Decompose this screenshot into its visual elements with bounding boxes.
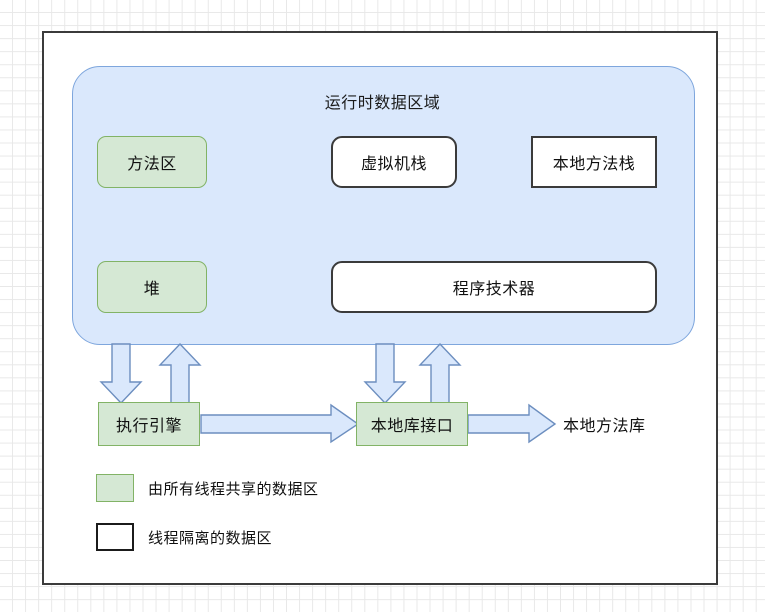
arrow-native-interface-to-native-library-icon (467, 403, 557, 444)
legend-item-isolated: 线程隔离的数据区 (96, 523, 272, 551)
box-native-method-stack[interactable]: 本地方法栈 (531, 136, 657, 188)
legend-swatch-isolated-icon (96, 523, 134, 551)
legend-label-shared: 由所有线程共享的数据区 (148, 479, 319, 498)
legend-label-isolated: 线程隔离的数据区 (148, 528, 273, 547)
arrow-native-interface-to-runtime-icon (418, 342, 462, 404)
box-native-interface[interactable]: 本地库接口 (356, 402, 468, 446)
arrow-runtime-to-exec-engine-icon (99, 343, 143, 405)
arrow-exec-engine-to-runtime-icon (158, 342, 202, 404)
box-method-area[interactable]: 方法区 (97, 136, 207, 188)
box-pc-register[interactable]: 程序技术器 (331, 261, 657, 313)
box-execution-engine[interactable]: 执行引擎 (98, 402, 200, 446)
label-native-method-library: 本地方法库 (563, 416, 646, 435)
box-heap[interactable]: 堆 (97, 261, 207, 313)
box-vm-stack[interactable]: 虚拟机栈 (331, 136, 457, 188)
arrow-exec-engine-to-native-interface-icon (200, 403, 360, 444)
arrow-runtime-to-native-interface-icon (363, 343, 407, 405)
legend-swatch-shared-icon (96, 474, 134, 502)
legend-item-shared: 由所有线程共享的数据区 (96, 474, 319, 502)
runtime-data-area-title: 运行时数据区域 (324, 93, 441, 112)
